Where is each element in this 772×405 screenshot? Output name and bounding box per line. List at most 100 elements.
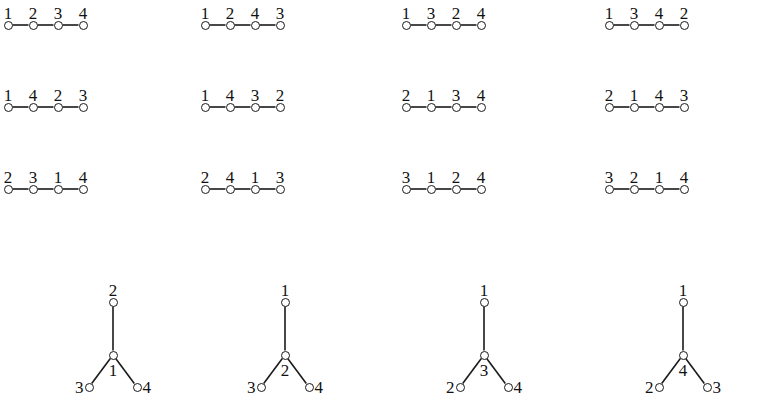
vertex-label: 4 <box>514 379 523 396</box>
edge-line <box>13 188 29 190</box>
vertex-label: 3 <box>251 87 260 104</box>
vertex-label: 1 <box>427 87 436 104</box>
vertex-circle: 3 <box>276 185 285 194</box>
vertex-label: 4 <box>477 5 486 22</box>
edge-line <box>461 188 477 190</box>
vertex-circle: 1 <box>54 185 63 194</box>
vertex-circle: 2 <box>655 383 664 392</box>
vertex-circle: 1 <box>679 298 688 307</box>
vertex-label: 4 <box>655 87 664 104</box>
edge-line <box>411 106 427 108</box>
edge-line <box>614 188 630 190</box>
vertex-label: 2 <box>630 169 639 186</box>
vertex-circle: 3 <box>402 185 411 194</box>
edge-line <box>284 307 286 351</box>
vertex-label: 1 <box>109 362 118 379</box>
edge-line <box>461 106 477 108</box>
vertex-circle: 4 <box>504 383 513 392</box>
edge-line <box>63 188 79 190</box>
vertex-circle: 4 <box>79 21 88 30</box>
vertex-label: 3 <box>79 87 88 104</box>
edge-line <box>235 106 251 108</box>
vertex-label: 1 <box>251 169 260 186</box>
vertex-label: 3 <box>54 5 63 22</box>
edge-line <box>664 106 680 108</box>
vertex-circle: 2 <box>109 298 118 307</box>
edge-line <box>487 359 506 384</box>
vertex-circle: 1 <box>605 21 614 30</box>
vertex-label: 2 <box>281 362 290 379</box>
vertex-circle: 3 <box>29 185 38 194</box>
vertex-label: 4 <box>29 87 38 104</box>
vertex-label: 4 <box>477 169 486 186</box>
edge-line <box>463 359 482 384</box>
edge-line <box>436 106 452 108</box>
vertex-circle: 2 <box>452 21 461 30</box>
vertex-label: 2 <box>402 87 411 104</box>
vertex-circle: 2 <box>680 21 689 30</box>
vertex-circle: 4 <box>679 351 688 360</box>
vertex-label: 3 <box>713 379 722 396</box>
vertex-circle: 4 <box>305 383 314 392</box>
vertex-circle: 3 <box>605 185 614 194</box>
vertex-label: 4 <box>477 87 486 104</box>
vertex-label: 3 <box>276 169 285 186</box>
edge-line <box>235 24 251 26</box>
edge-line <box>483 307 485 351</box>
vertex-circle: 1 <box>630 103 639 112</box>
vertex-label: 2 <box>446 379 455 396</box>
vertex-label: 2 <box>680 5 689 22</box>
edge-line <box>260 188 276 190</box>
vertex-circle: 4 <box>79 185 88 194</box>
vertex-circle: 1 <box>4 21 13 30</box>
vertex-circle: 3 <box>54 21 63 30</box>
vertex-circle: 4 <box>477 185 486 194</box>
edge-line <box>436 24 452 26</box>
edge-line <box>38 24 54 26</box>
edge-line <box>682 307 684 351</box>
vertex-circle: 2 <box>201 185 210 194</box>
vertex-label: 1 <box>402 5 411 22</box>
vertex-label: 2 <box>109 282 118 299</box>
vertex-label: 3 <box>605 169 614 186</box>
vertex-circle: 4 <box>133 383 142 392</box>
vertex-label: 3 <box>247 379 256 396</box>
vertex-label: 3 <box>276 5 285 22</box>
vertex-circle: 3 <box>680 103 689 112</box>
edge-line <box>260 24 276 26</box>
vertex-label: 4 <box>679 362 688 379</box>
vertex-label: 2 <box>276 87 285 104</box>
vertex-circle: 3 <box>79 103 88 112</box>
edge-line <box>38 106 54 108</box>
edge-line <box>639 188 655 190</box>
vertex-circle: 3 <box>427 21 436 30</box>
vertex-circle: 1 <box>427 185 436 194</box>
edge-line <box>235 188 251 190</box>
vertex-label: 2 <box>452 5 461 22</box>
edge-line <box>264 359 283 384</box>
vertex-label: 1 <box>605 5 614 22</box>
vertex-label: 1 <box>4 87 13 104</box>
vertex-circle: 4 <box>477 21 486 30</box>
edge-line <box>63 106 79 108</box>
vertex-label: 1 <box>201 87 210 104</box>
vertex-label: 3 <box>480 362 489 379</box>
vertex-circle: 4 <box>251 21 260 30</box>
vertex-circle: 4 <box>29 103 38 112</box>
vertex-circle: 1 <box>402 21 411 30</box>
edge-line <box>639 106 655 108</box>
edge-line <box>13 24 29 26</box>
vertex-circle: 2 <box>630 185 639 194</box>
vertex-label: 3 <box>427 5 436 22</box>
vertex-label: 4 <box>315 379 324 396</box>
edge-line <box>260 106 276 108</box>
vertex-label: 4 <box>226 87 235 104</box>
vertex-label: 2 <box>201 169 210 186</box>
edge-line <box>664 24 680 26</box>
vertex-label: 4 <box>251 5 260 22</box>
vertex-label: 3 <box>680 87 689 104</box>
vertex-label: 2 <box>29 5 38 22</box>
vertex-circle: 2 <box>452 185 461 194</box>
vertex-circle: 4 <box>226 185 235 194</box>
